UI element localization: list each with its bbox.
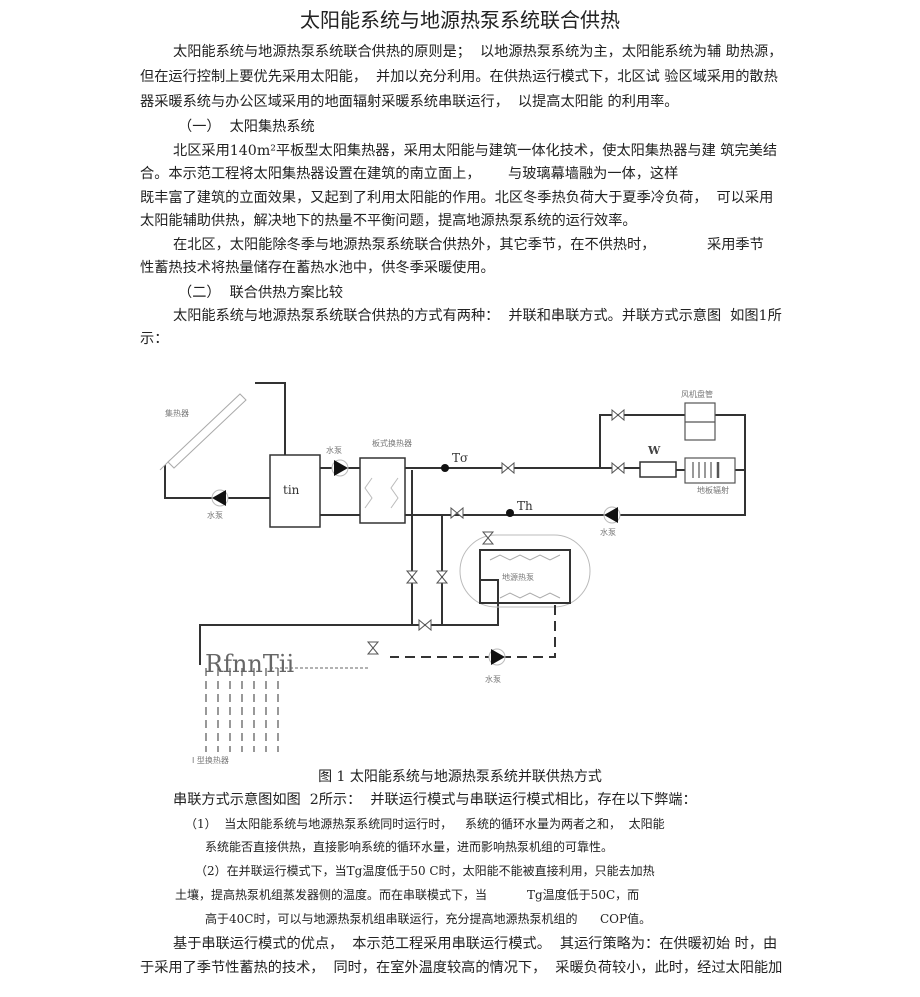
paragraph-line: 在北区，太阳能除冬季与地源热泵系统联合供热外，其它季节，在不供热时， (173, 237, 656, 253)
paragraph-line: 太阳能系统与地源热泵系统联合供热的原则是； 以地源热泵系统为主，太阳能系统为辅 … (173, 44, 783, 60)
list-item: COP值。 (600, 912, 652, 926)
gshp-label: 地源热泵 (502, 572, 534, 582)
floor-radiant-label: 地板辐射 (697, 485, 729, 495)
pipe (599, 414, 685, 468)
collector-label: 集热器 (165, 408, 189, 418)
pump-label: 水泵 (485, 674, 501, 684)
paragraph-line: 基于串联运行模式的优点， 本示范工程采用串联运行模式。 其运行策略为：在供暖初始… (173, 936, 778, 952)
pipe (255, 382, 286, 455)
section-heading: （二） 联合供热方案比较 (178, 285, 344, 301)
gshp-outline (459, 534, 591, 608)
paragraph-line: 示： (140, 331, 169, 347)
paragraph-line: 与玻璃幕墙融为一体，这样 (508, 166, 679, 182)
pipe (600, 414, 746, 516)
paragraph-line: 于采用了季节性蓄热的技术， 同时，在室外温度较高的情况下， 采暖负荷较小，此时，… (140, 960, 783, 976)
fan-coil-label: 风机盘管 (681, 389, 713, 399)
pump-label: 水泵 (207, 510, 223, 520)
figure-caption: 图 1 太阳能系统与地源热泵系统并联供热方式 (318, 769, 602, 785)
borehole-text: RfnnTii (205, 650, 295, 678)
paragraph-line: 北区采用140m²平板型太阳集热器，采用太阳能与建筑一体化技术，使太阳集热器与建… (173, 143, 778, 159)
paragraph-line: 采用季节 (707, 237, 764, 253)
temp-sensor-tg (441, 464, 449, 472)
paragraph-line: 合。本示范工程将太阳集热器设置在建筑的南立面上， (140, 166, 481, 182)
list-item: 土壤，提高热泵机组蒸发器侧的温度。而在串联模式下，当 (175, 888, 488, 902)
pump-label: 水泵 (326, 445, 342, 455)
paragraph-line: 既丰富了建筑的立面效果，又起到了利用太阳能的作用。北区冬季热负荷大于夏季冷负荷，… (140, 190, 774, 206)
list-item: （1） 当太阳能系统与地源热泵系统同时运行时， (185, 817, 453, 831)
w-label: W (647, 444, 661, 457)
paragraph-line: 性蓄热技术将热量储存在蓄热水池中，供冬季采暖使用。 (140, 260, 495, 276)
pump-label: 水泵 (600, 527, 616, 537)
plate-hx-label: 板式换热器 (372, 438, 412, 448)
pump-icon (488, 648, 506, 666)
list-item: 高于40C时，可以与地源热泵机组串联运行，充分提高地源热泵机组的 (205, 912, 578, 926)
pipe (164, 465, 270, 499)
th-label: Th (517, 499, 533, 513)
ground-source-heat-pump (479, 549, 571, 604)
dashed-pipe (390, 605, 556, 658)
document-title: 太阳能系统与地源热泵系统联合供热 (300, 8, 620, 32)
list-item: 系统能否直接供热，直接影响系统的循环水量，进而影响热泵机组的可靠性。 (205, 840, 614, 854)
paragraph-line: 但在运行控制上要优先采用太阳能， 并加以充分利用。在供热运行模式下，北区试 验区… (140, 69, 778, 85)
pump-icon (211, 489, 229, 507)
section-heading: （一） 太阳集热系统 (178, 119, 315, 135)
gshp-coil (489, 554, 561, 561)
plate-heat-exchanger (359, 457, 406, 524)
solar-collector (159, 393, 247, 471)
temp-sensor-th (506, 509, 514, 517)
valve-icon (366, 408, 625, 655)
tank-label: tin (283, 483, 300, 497)
paragraph-line: 太阳能系统与地源热泵系统联合供热的方式有两种： 并联和串联方式。并联方式示意图 … (173, 308, 782, 324)
floor-radiant-unit (684, 457, 736, 484)
list-item: 系统的循环水量为两者之和， 太阳能 (465, 817, 665, 831)
tg-label: Tσ (452, 451, 468, 465)
borehole-pipes (205, 668, 279, 752)
storage-tank (269, 454, 321, 528)
paragraph-line: 器采暖系统与办公区域采用的地面辐射采暖系统串联运行， 以提高太阳能 的利用率。 (140, 94, 679, 110)
u-tube-label: I 型换热器 (192, 755, 229, 765)
paragraph-line: 串联方式示意图如图 2所示： 并联运行模式与串联运行模式相比，存在以下弊端： (173, 792, 697, 808)
hx-coil (364, 477, 373, 509)
pump-icon (331, 459, 349, 477)
paragraph-line: 太阳能辅助供热，解决地下的热量不平衡问题，提高地源热泵系统的运行效率。 (140, 213, 637, 229)
hx-coil (390, 477, 399, 509)
list-item: （2）在并联运行模式下，当Tg温度低于50 C时，太阳能不能被直接利用，只能去加… (195, 864, 655, 878)
radiator-element (639, 461, 677, 478)
list-item: Tg温度低于50C，而 (527, 888, 640, 902)
gshp-coil (499, 592, 561, 599)
pipe (199, 579, 499, 665)
pump-icon (603, 506, 621, 524)
